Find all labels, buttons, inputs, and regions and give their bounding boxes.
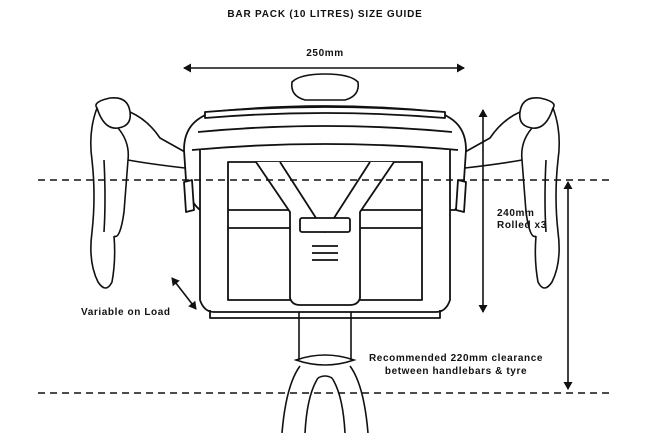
stem-and-headtube xyxy=(281,312,369,433)
width-label: 250mm xyxy=(306,48,344,59)
dimension-arrows xyxy=(171,63,573,390)
load-arrow xyxy=(171,277,197,310)
handlebar-top xyxy=(290,73,360,101)
clearance-label-line2: between handlebars & tyre xyxy=(384,366,528,377)
right-brake-lever xyxy=(464,96,560,289)
left-brake-lever xyxy=(90,96,186,289)
load-label: Variable on Load xyxy=(81,307,171,318)
clearance-label-line1: Recommended 220mm clearance xyxy=(368,353,544,364)
page-title: BAR PACK (10 LITRES) SIZE GUIDE xyxy=(227,9,423,20)
height-label: 240mm Rolled x3 xyxy=(497,208,547,232)
height-label-line1: 240mm xyxy=(497,208,535,219)
height-label-line2: Rolled x3 xyxy=(497,220,547,231)
bar-pack-bag xyxy=(183,105,467,319)
clearance-label: Recommended 220mm clearance between hand… xyxy=(330,352,582,378)
